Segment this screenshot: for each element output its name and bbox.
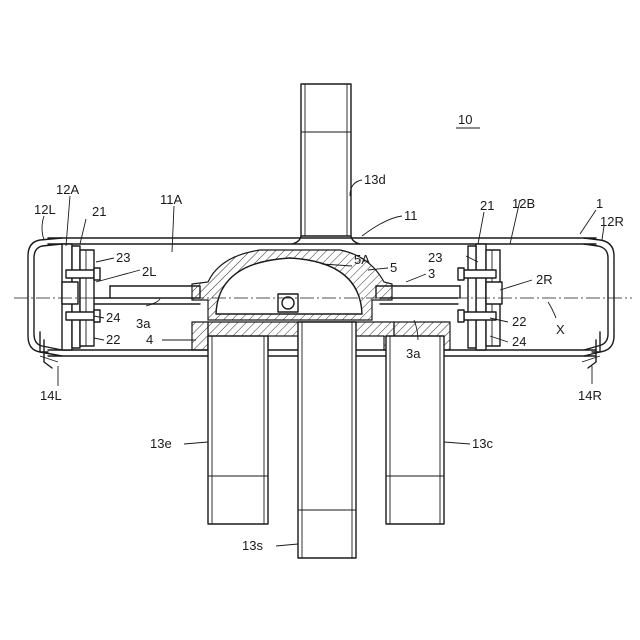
label-12L: 12L [34,202,56,217]
label-5A: 5A [354,252,370,267]
tube-13c [386,336,444,524]
label-11: 11 [404,208,418,223]
label-14R: 14R [578,388,602,403]
label-5: 5 [390,260,397,275]
label-21-left: 21 [92,204,106,219]
label-23-right: 23 [428,250,442,265]
label-21-right: 21 [480,198,494,213]
label-3a-right: 3a [406,346,421,361]
label-24-left: 24 [106,310,120,325]
label-4: 4 [146,332,153,347]
label-1: 1 [596,196,603,211]
label-12B: 12B [512,196,535,211]
label-13d: 13d [364,172,386,187]
label-23-left: 23 [116,250,130,265]
label-22-left: 22 [106,332,120,347]
label-13s: 13s [242,538,263,553]
label-11A: 11A [160,192,182,207]
label-13e: 13e [150,436,172,451]
label-2R: 2R [536,272,553,287]
figure-number-label: 10 [458,112,472,127]
label-13c: 13c [472,436,493,451]
label-12A: 12A [56,182,79,197]
left-end-cap-12L [28,238,62,368]
label-3: 3 [428,266,435,281]
label-24-right: 24 [512,334,526,349]
label-12R: 12R [600,214,624,229]
label-22-right: 22 [512,314,526,329]
tube-13d [292,84,360,244]
label-14L: 14L [40,388,62,403]
tube-13s [298,322,356,558]
label-3a-left: 3a [136,316,151,331]
label-X: X [556,322,565,337]
label-2L: 2L [142,264,156,279]
left-partition-12A [62,244,200,350]
tube-13e [208,336,268,524]
right-end-cap-12R [582,238,614,368]
